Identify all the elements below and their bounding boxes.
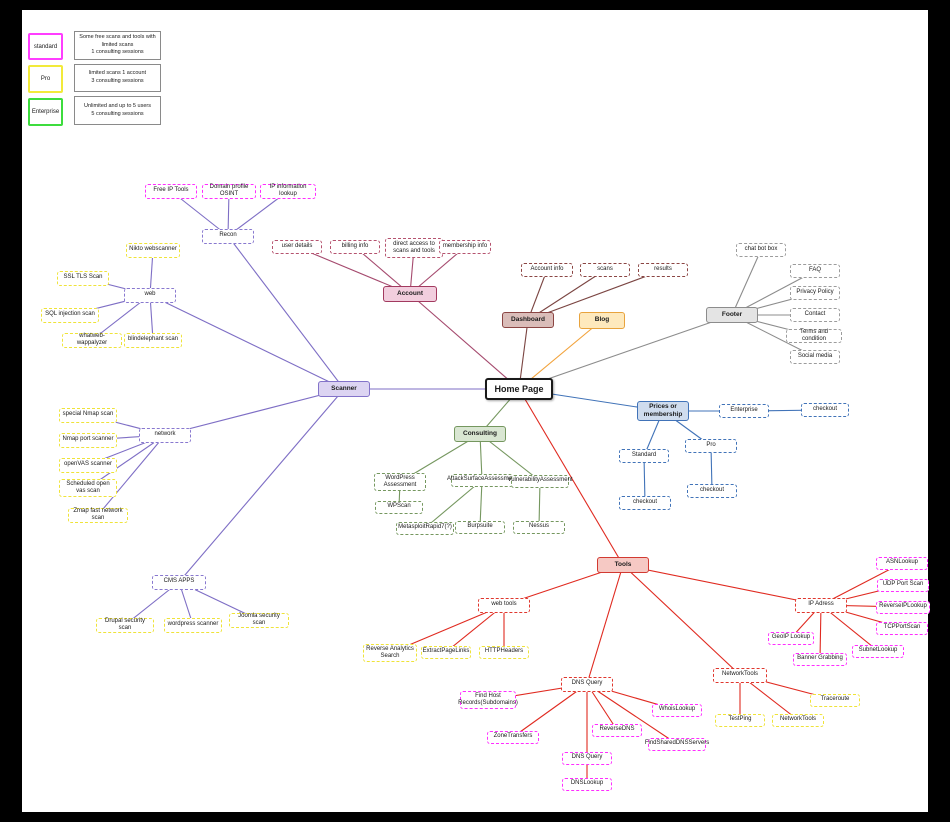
node-zonetransfers[interactable]: ZoneTransfers [487,730,539,744]
node-nikto-webscanner[interactable]: Nikto webscanner [126,242,180,258]
node-reverseiplookup[interactable]: ReverseIPLookup [876,600,930,614]
node-attacksurfaceassessment[interactable]: AttackSurfaceAssessment [447,473,517,487]
legend-swatch-pro[interactable]: Pro [28,65,63,93]
node-privacy-policy[interactable]: Privacy Policy [790,286,840,300]
node-geoip-lookup[interactable]: GeoIP Lookup [768,631,814,645]
node-tcpportscan[interactable]: TCPPortScan [876,621,928,635]
node-zmap-fast-network-scan[interactable]: Zmap fast network scan [68,507,128,523]
node-contact[interactable]: Contact [790,308,840,322]
node-ip-information-lookup[interactable]: IP information lookup [260,183,316,199]
node-domain-profile-osint[interactable]: Domain profile OSINT [202,183,256,199]
node-joomla-security-scan[interactable]: Joomla security scan [229,612,289,628]
node-openvas-scanner[interactable]: openVAS scanner [59,457,117,473]
node-dns-query[interactable]: DNS Query [561,676,613,692]
legend-desc-standard[interactable]: Some free scans and tools with limited s… [74,31,161,60]
node-free-ip-tools[interactable]: Free IP Tools [145,183,197,199]
node-tools[interactable]: Tools [597,557,649,573]
node-asnlookup[interactable]: ASNLookup [876,556,928,570]
node-blog[interactable]: Blog [579,311,625,329]
node-reversedns[interactable]: ReverseDNS [592,723,642,737]
node-web-tools[interactable]: web tools [478,597,530,613]
node-results[interactable]: results [638,263,688,277]
node-subnetlookup[interactable]: SubnetLookup [852,644,904,658]
node-pro[interactable]: Pro [685,439,737,453]
node-web[interactable]: web [124,287,176,303]
node-chat-bot-box[interactable]: chat bot box [736,243,786,257]
legend-desc-pro-line2: 3 consulting sessions [91,78,144,84]
node-social-media[interactable]: Social media [790,350,840,364]
node-vulnerabilityassessment[interactable]: VulnerabilityAssessment [507,474,573,488]
node-checkout-standard[interactable]: checkout [619,496,671,510]
node-membership-info[interactable]: membership info [439,240,491,254]
node-metasploit[interactable]: MetasploitRapid7(?) [396,521,454,535]
legend-swatch-standard[interactable]: standard [28,33,63,60]
node-extractpagelinks[interactable]: ExtractPageLinks [421,645,471,659]
node-scans[interactable]: scans [580,263,630,277]
node-prices[interactable]: Prices or membership [637,401,689,421]
legend-desc-standard-line1: Some free scans and tools with limited s… [79,33,156,48]
node-banner-grabbing[interactable]: Banner Grabbing [793,652,847,666]
node-httpheaders[interactable]: HTTPHeaders [479,645,529,659]
node-whatweb-wappalyzer[interactable]: whatweb-wappalyzer [62,332,122,348]
node-dns-query-2[interactable]: DNS Query [562,751,612,765]
node-whoislookup[interactable]: WhoisLookup [652,703,702,717]
legend-desc-pro-line1: limited scans 1 account [88,70,147,77]
node-home[interactable]: Home Page [485,378,553,400]
node-network-tools[interactable]: NetworkTools [713,667,767,683]
node-wordpress-scanner[interactable]: wordpress scanner [164,617,222,633]
legend-desc-enterprise-line2: 5 consulting sessions [91,110,144,117]
node-terms-and-condition[interactable]: Terms and condition [786,329,842,343]
node-account[interactable]: Account [383,286,437,302]
node-ssl-tls-scan[interactable]: SSL TLS Scan [57,270,109,286]
node-udp-port-scan[interactable]: UDP Port Scan [877,578,929,592]
legend-desc-pro[interactable]: limited scans 1 account 3 consulting ses… [74,64,161,92]
node-scanner[interactable]: Scanner [318,381,370,397]
node-footer[interactable]: Footer [706,307,758,323]
legend-desc-enterprise[interactable]: Unlimited and up to 5 users 5 consulting… [74,96,161,125]
node-scheduled-open-vas-scan[interactable]: Scheduled open vas scan [59,479,117,497]
node-findshareddnsservers[interactable]: FindSharedDNSServers [645,737,709,751]
node-traceroute[interactable]: Traceroute [810,693,860,707]
node-special-nmap-scan[interactable]: special Nmap scan [59,407,117,423]
legend-desc-standard-line2: 1 consulting sessions [91,49,144,56]
node-direct-access[interactable]: direct access to scans and tools [385,238,443,258]
node-faq[interactable]: FAQ [790,264,840,278]
node-dashboard[interactable]: Dashboard [502,312,554,328]
node-cms[interactable]: CMS APPS [152,574,206,590]
node-user-details[interactable]: user details [272,240,322,254]
node-burpsuite[interactable]: Burpsuite [455,520,505,534]
node-checkout-enterprise[interactable]: checkout [801,403,849,417]
node-recon[interactable]: Recon [202,228,254,244]
node-testping[interactable]: TestPing [715,713,765,727]
node-reverse-analytics-search[interactable]: Reverse Analytics Search [363,644,417,662]
node-billing-info[interactable]: billing info [330,240,380,254]
node-drupal-security-scan[interactable]: Drupal security scan [96,617,154,633]
node-consulting[interactable]: Consulting [454,426,506,442]
node-nmap-port-scanner[interactable]: Nmap port scanner [59,432,117,448]
node-dnslookup[interactable]: DNSLookup [562,777,612,791]
node-ip-adress[interactable]: IP Adress [795,597,847,613]
node-enterprise[interactable]: Enterprise [719,404,769,418]
node-blindelephant-scan[interactable]: blindelephant scan [124,332,182,348]
node-account-info[interactable]: Account info [521,263,573,277]
legend-swatch-enterprise[interactable]: Enterprise [28,98,63,126]
node-wpscan[interactable]: WPScan [375,500,423,514]
node-nessus[interactable]: Nessus [513,520,565,534]
legend-desc-enterprise-line1: Unlimited and up to 5 users [84,102,151,109]
node-network-tools-2[interactable]: NetworkTools [772,713,824,727]
node-checkout-pro[interactable]: checkout [687,484,737,498]
node-wordpress-assessment[interactable]: WordPress Assessment [374,473,426,491]
node-standard[interactable]: Standard [619,449,669,463]
node-find-host-records[interactable]: Find Host Records(Subdomains) [458,691,518,709]
node-network[interactable]: network [139,427,191,443]
node-sql-injection-scan[interactable]: SQL injection scan [41,307,99,323]
